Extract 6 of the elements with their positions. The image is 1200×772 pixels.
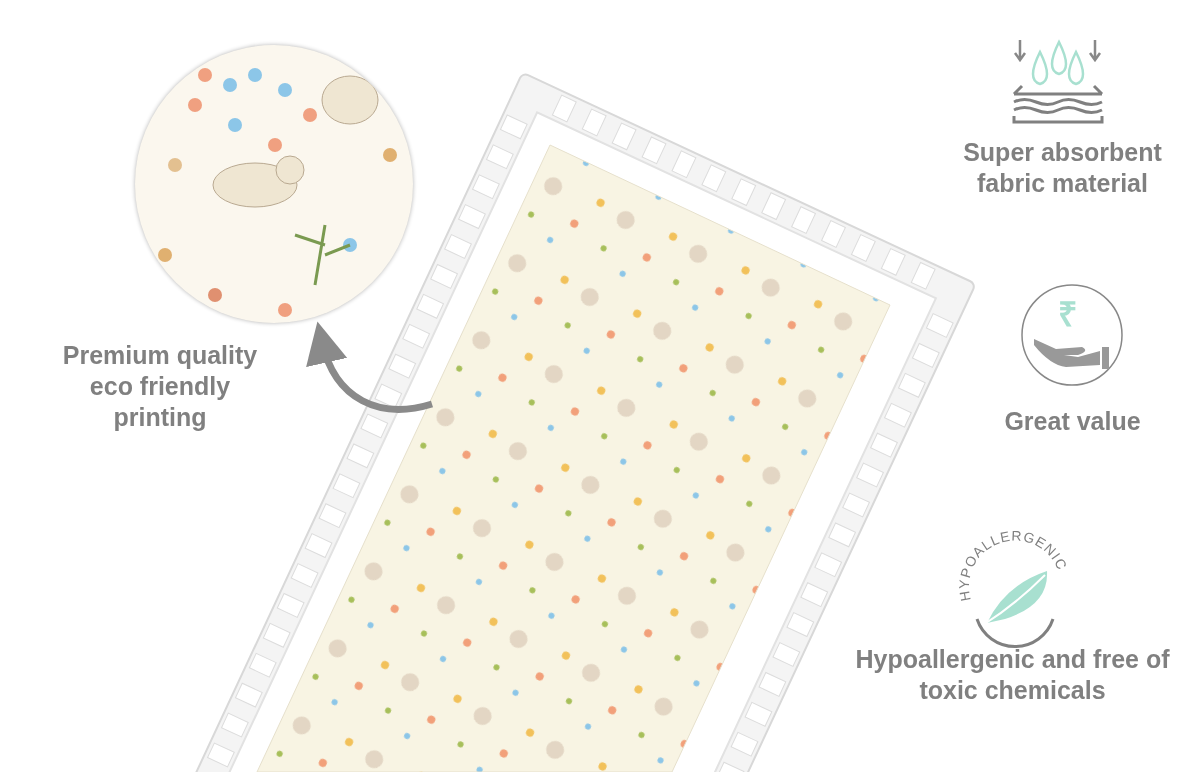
feature-caption: Great value <box>1003 406 1142 437</box>
rupee-symbol: ₹ <box>1058 296 1077 332</box>
curved-arrow <box>307 321 433 413</box>
feature-caption: Premium quality eco friendly printing <box>61 340 259 433</box>
feature-caption: Hypoallergenic and free of toxic chemicals <box>855 644 1170 706</box>
feature-caption: Super absorbent fabric material <box>962 137 1163 199</box>
